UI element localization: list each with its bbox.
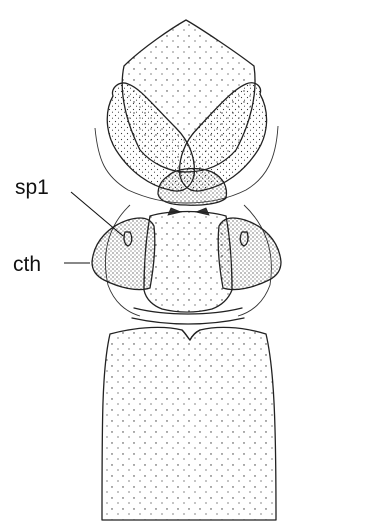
cth-label: cth [13, 253, 41, 276]
pronotum [144, 212, 232, 313]
sp1-leader-line [71, 192, 123, 236]
head-capsule [122, 20, 255, 172]
sp1-label: sp1 [15, 176, 49, 199]
mesonotum [102, 327, 276, 520]
